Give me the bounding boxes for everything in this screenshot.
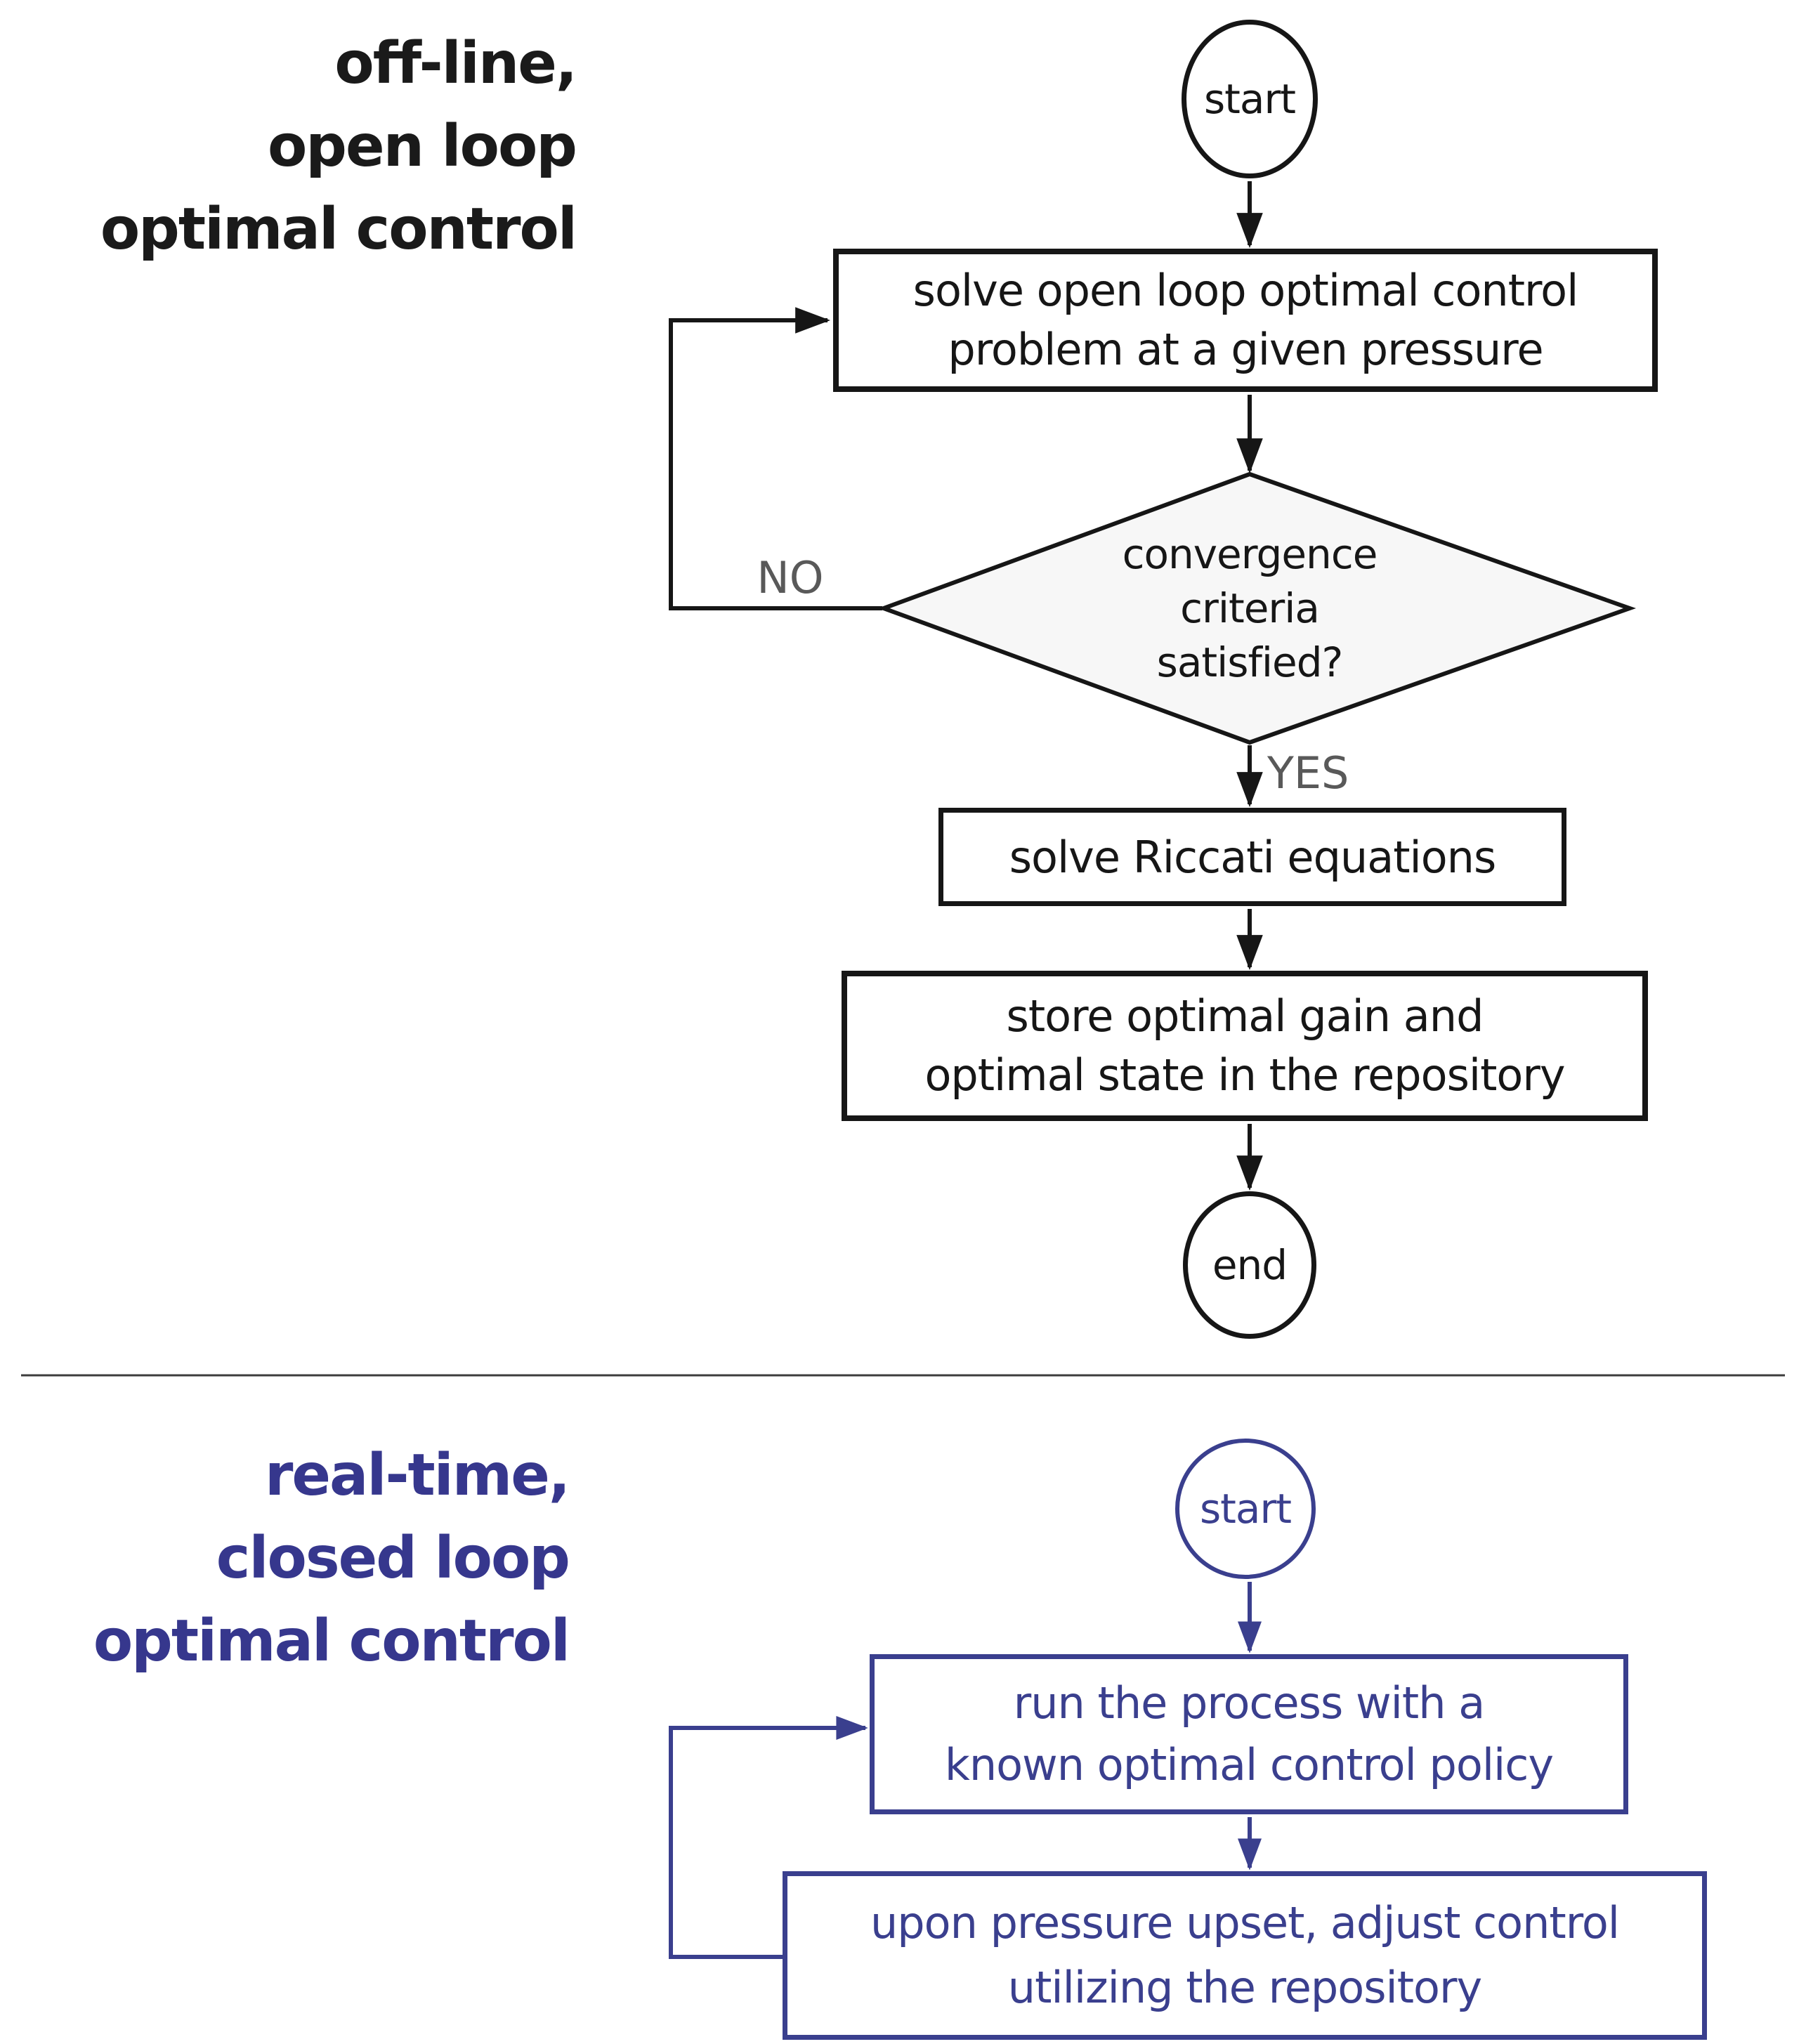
store-gain-box: store optimal gain and optimal state in …: [842, 971, 1648, 1121]
adjust-loop-connector: [669, 1716, 868, 1959]
adjust-control-line-2: utilizing the repository: [1007, 1962, 1482, 2013]
offline-section-title: off-line, open loop optimal control: [0, 22, 577, 271]
solve-riccati-label: solve Riccati equations: [1009, 831, 1497, 883]
run-process-box: run the process with a known optimal con…: [870, 1654, 1628, 1814]
offline-end-label: end: [1212, 1241, 1288, 1289]
offline-title-line-3: optimal control: [100, 196, 577, 263]
solve-open-loop-line-2: problem at a given pressure: [948, 324, 1543, 375]
realtime-section-title: real-time, closed loop optimal control: [0, 1434, 570, 1683]
run-process-line-1: run the process with a: [1013, 1677, 1485, 1729]
realtime-start-label: start: [1199, 1485, 1292, 1533]
decision-diamond: [877, 471, 1637, 745]
offline-end-node: end: [1183, 1191, 1316, 1339]
offline-title-line-2: open loop: [267, 113, 577, 180]
realtime-start-node: start: [1175, 1439, 1316, 1579]
store-gain-line-2: optimal state in the repository: [924, 1049, 1565, 1101]
no-branch-label: NO: [757, 552, 824, 603]
no-loop-connector: [669, 307, 882, 610]
solve-riccati-box: solve Riccati equations: [938, 808, 1566, 906]
yes-branch-label: YES: [1267, 747, 1349, 799]
run-process-line-2: known optimal control policy: [944, 1739, 1554, 1790]
solve-open-loop-line-1: solve open loop optimal control: [912, 265, 1579, 316]
realtime-title-line-1: real-time,: [264, 1442, 570, 1509]
offline-title-line-1: off-line,: [334, 30, 577, 97]
decision-line-2: criteria: [1180, 584, 1320, 632]
adjust-control-box: upon pressure upset, adjust control util…: [783, 1871, 1707, 2040]
realtime-title-line-3: optimal control: [93, 1608, 570, 1675]
offline-start-label: start: [1203, 75, 1296, 123]
decision-line-1: convergence: [1122, 530, 1378, 578]
realtime-title-line-2: closed loop: [216, 1525, 570, 1592]
decision-line-3: satisfied?: [1156, 638, 1344, 686]
offline-start-node: start: [1182, 20, 1318, 178]
adjust-control-line-1: upon pressure upset, adjust control: [870, 1897, 1620, 1948]
store-gain-line-1: store optimal gain and: [1006, 990, 1484, 1042]
convergence-decision-label: convergence criteria satisfied?: [1074, 528, 1425, 690]
solve-open-loop-box: solve open loop optimal control problem …: [833, 249, 1658, 392]
